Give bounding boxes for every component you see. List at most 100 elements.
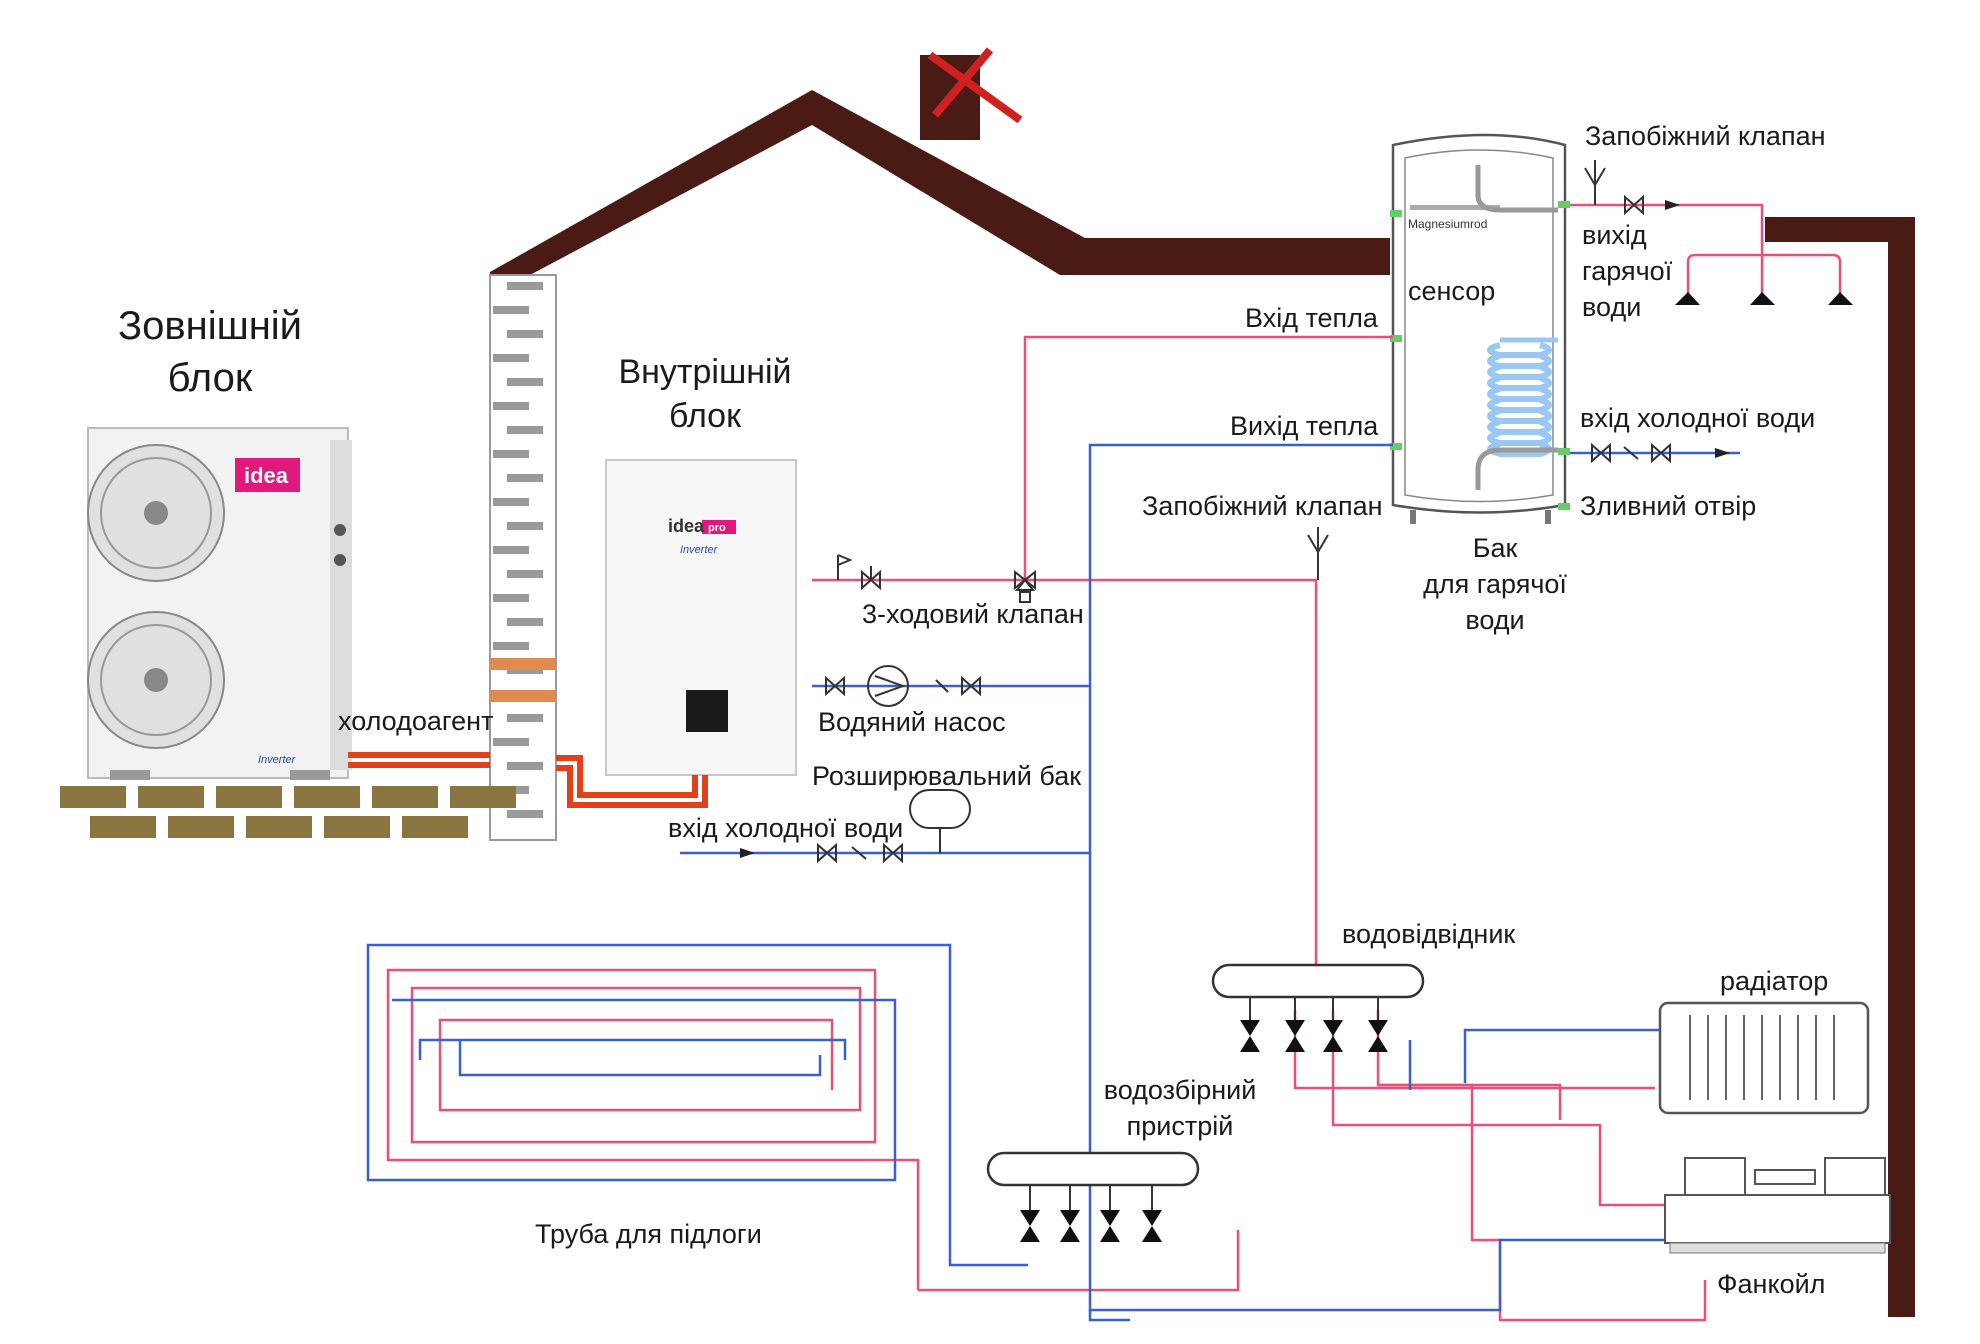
refrigerant-label: холодоагент xyxy=(338,706,494,736)
indoor-unit-title: Внутрішній блок xyxy=(590,350,820,438)
wall-brick xyxy=(507,714,543,722)
outdoor-unit-title-line1: Зовнішній xyxy=(117,304,303,348)
safety-valve-top-label: Запобіжний клапан xyxy=(1585,121,1826,151)
ground-brick xyxy=(216,786,282,808)
heat-out-label: Вихід тепла xyxy=(1230,411,1379,441)
three-way-valve-label: 3-ходовий клапан xyxy=(862,599,1084,629)
coil-turn xyxy=(1487,430,1552,446)
wall-brick xyxy=(493,738,529,746)
ground-brick xyxy=(450,786,516,808)
fancoil-label: Фанкойл xyxy=(1717,1269,1826,1299)
shower-heads xyxy=(1675,292,1853,305)
water-pump-label: Водяний насос xyxy=(818,707,1006,737)
expansion-tank-label: Розширювальний бак xyxy=(812,761,1082,791)
tank-label-line2: для гарячої xyxy=(1423,569,1567,599)
coil-turn xyxy=(1487,419,1552,435)
outdoor-unit-title: Зовнішній блок xyxy=(100,300,320,404)
wall-brick xyxy=(507,426,543,434)
coil-turn xyxy=(1487,342,1552,358)
collector-label-line2: пристрій xyxy=(1126,1111,1234,1141)
ground-brick xyxy=(324,816,390,838)
cold-water-in-label: вхід холодної води xyxy=(668,813,904,843)
distributor-valve-icon xyxy=(1285,1020,1305,1052)
chimney xyxy=(920,47,1023,140)
brick-wall xyxy=(489,274,557,841)
ground-brick xyxy=(168,816,234,838)
tank-label: Бак для гарячої води xyxy=(1395,530,1595,638)
fancoil-unit xyxy=(1664,1157,1891,1254)
wall-brick xyxy=(493,354,529,362)
collector-valve-icon xyxy=(1100,1210,1120,1242)
outdoor-unit-title-line2: блок xyxy=(167,356,253,400)
coil-turn xyxy=(1487,386,1552,402)
distributor-manifold xyxy=(1211,963,1425,1020)
indoor-logo-badge-text: pro xyxy=(708,522,726,534)
tank-cold-water-in-label: вхід холодної води xyxy=(1580,403,1816,433)
wall-brick xyxy=(493,498,529,506)
refrigerant-pipes xyxy=(348,752,708,808)
ground-brick xyxy=(372,786,438,808)
collector-valve-icon xyxy=(1060,1210,1080,1242)
wall-brick xyxy=(507,570,543,578)
wall-brick xyxy=(507,378,543,386)
coil-turn xyxy=(1487,375,1552,391)
house-roof xyxy=(490,90,1915,1317)
hot-water-out-label: вихід гарячої води xyxy=(1582,217,1672,325)
collector-valve-icon xyxy=(1142,1210,1162,1242)
coil-turn xyxy=(1487,364,1552,380)
coil-turn xyxy=(1487,353,1552,369)
ground-brick xyxy=(402,816,468,838)
collector-label-line1: водозбірний xyxy=(1103,1075,1257,1105)
ground-bricks xyxy=(60,786,516,838)
outdoor-logo-badge xyxy=(235,458,300,492)
sensor-label: сенсор xyxy=(1408,276,1496,306)
heat-in-label: Вхід тепла xyxy=(1245,303,1378,333)
distributor-valve-icon xyxy=(1368,1020,1388,1052)
outdoor-logo-text: idea xyxy=(244,463,289,488)
distributor-label: водовідвідник xyxy=(1342,919,1516,949)
floor-pipe-label: Труба для підлоги xyxy=(535,1219,762,1249)
wall-brick xyxy=(507,810,543,818)
wall-brick xyxy=(493,642,529,650)
indoor-unit-title-line1: Внутрішній xyxy=(618,353,792,391)
expansion-tank-icon xyxy=(909,789,971,829)
hot-water-out-line2: гарячої xyxy=(1582,256,1673,286)
wall-brick xyxy=(493,594,529,602)
wall-brick xyxy=(507,282,543,290)
wall-brick xyxy=(507,474,543,482)
coil-turn xyxy=(1487,441,1552,457)
water-pump-icon xyxy=(867,665,909,707)
tank-label-line1: Бак xyxy=(1472,533,1518,563)
indoor-inverter-text: Inverter xyxy=(680,544,719,556)
hot-water-tank xyxy=(1390,133,1570,524)
wall-brick xyxy=(493,546,529,554)
wall-brick xyxy=(507,762,543,770)
safety-valve-mid-label: Запобіжний клапан xyxy=(1142,491,1383,521)
ground-brick xyxy=(246,816,312,838)
magnesium-rod-label: Magnesiumrod xyxy=(1408,217,1487,231)
hot-water-out-line3: води xyxy=(1582,292,1642,322)
coil-turn xyxy=(1487,408,1552,424)
outdoor-inverter-text: Inverter xyxy=(258,754,297,766)
line-valves xyxy=(817,160,1671,864)
indoor-logo-text: idea xyxy=(668,516,705,536)
hot-water-out-line1: вихід xyxy=(1582,220,1647,250)
outdoor-unit xyxy=(87,427,352,780)
ground-brick xyxy=(138,786,204,808)
drain-label: Зливний отвір xyxy=(1580,491,1757,521)
wall-brick xyxy=(493,402,529,410)
ground-brick xyxy=(294,786,360,808)
indoor-unit-title-line2: блок xyxy=(669,397,741,435)
wall-brick xyxy=(493,306,529,314)
tank-label-line3: води xyxy=(1465,605,1525,635)
wall-brick xyxy=(493,450,529,458)
collector-valve-icon xyxy=(1020,1210,1040,1242)
indoor-unit xyxy=(605,459,797,776)
collector-label: водозбірний пристрій xyxy=(1090,1072,1270,1144)
distributor-valve-icon xyxy=(1240,1020,1260,1052)
flow-arrows xyxy=(740,200,1730,858)
ground-brick xyxy=(60,786,126,808)
coil-turn xyxy=(1487,397,1552,413)
radiator-unit xyxy=(1658,1001,1870,1115)
